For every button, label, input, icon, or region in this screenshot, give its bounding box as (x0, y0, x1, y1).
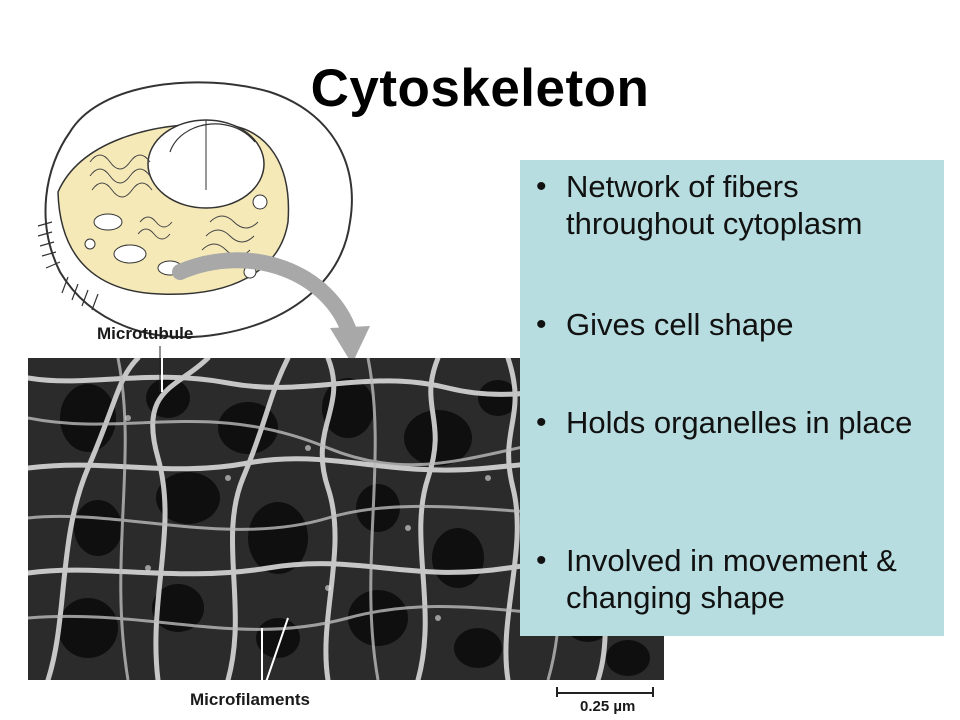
bullet-text: Holds organelles in place (566, 405, 913, 440)
scale-bar (556, 687, 654, 697)
scale-label: 0.25 µm (580, 698, 636, 715)
bullet-text: Involved in movement & changing shape (566, 543, 897, 615)
bullet-dot: • (536, 406, 547, 439)
microtubule-label: Microtubule (97, 324, 194, 343)
bullet-box: • Network of fibers throughout cytoplasm… (520, 160, 944, 636)
bullet-dot: • (536, 544, 547, 577)
bullet-dot: • (536, 308, 547, 341)
slide-title: Cytoskeleton (310, 59, 650, 118)
bullet-text: Gives cell shape (566, 307, 794, 342)
bullet-dot: • (536, 170, 547, 203)
microfilaments-label: Microfilaments (190, 690, 310, 709)
bullet-text: Network of fibers throughout cytoplasm (566, 169, 863, 241)
cell-illustration (37, 81, 370, 364)
